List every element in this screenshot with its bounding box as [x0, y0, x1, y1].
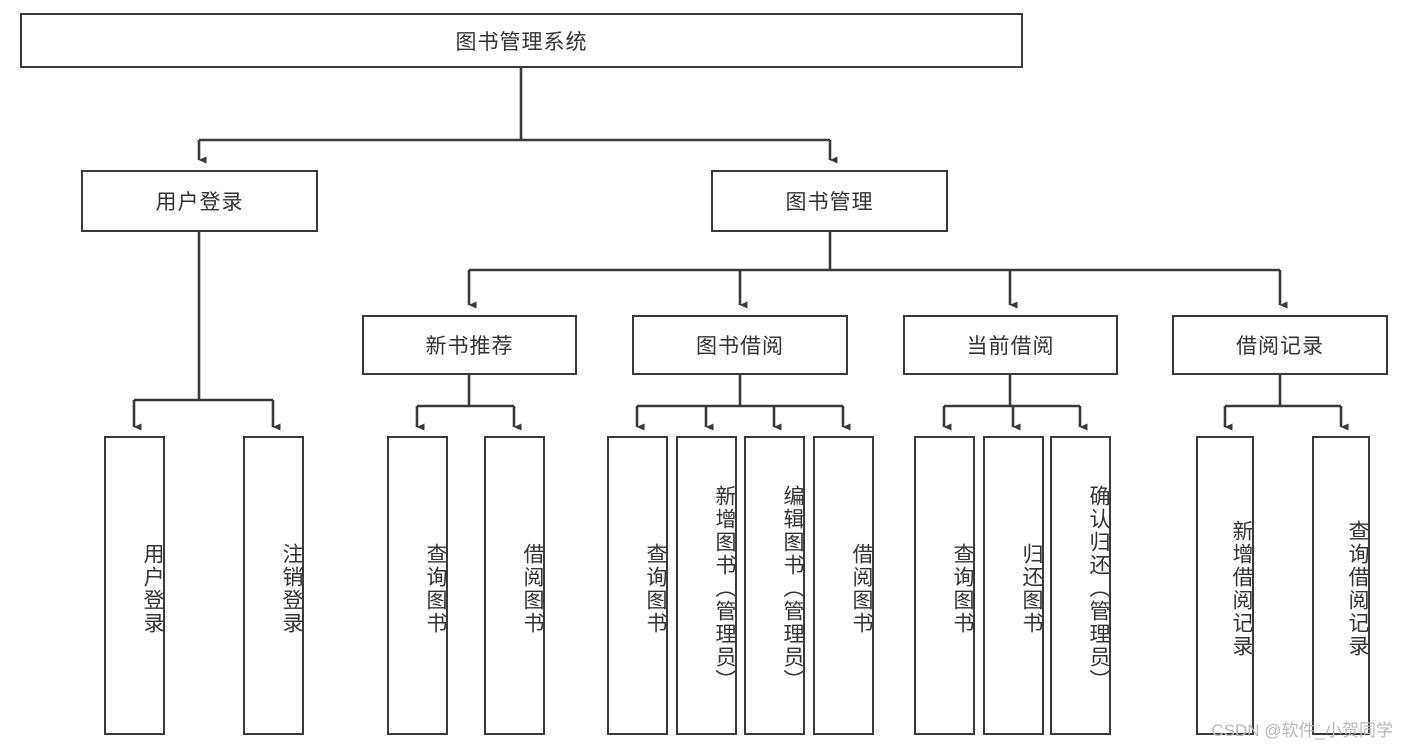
- node-leaf-add-book-label: 新增图书（管理员）: [713, 485, 736, 692]
- node-leaf-borrow-book-label: 借阅图书: [850, 542, 873, 635]
- node-leaf-borrow-book-recommend[interactable]: 借阅图书: [484, 436, 545, 735]
- node-leaf-query-book-recommend-label: 查询图书: [424, 542, 447, 635]
- node-root-label: 图书管理系统: [455, 30, 588, 54]
- node-leaf-logout[interactable]: 注销登录: [243, 436, 304, 735]
- node-leaf-borrow-book[interactable]: 借阅图书: [813, 436, 874, 735]
- node-leaf-logout-label: 注销登录: [280, 542, 303, 635]
- node-current-borrow-label: 当前借阅: [966, 335, 1055, 358]
- node-leaf-add-borrow-record[interactable]: 新增借阅记录: [1196, 436, 1254, 735]
- node-current-borrow[interactable]: 当前借阅: [903, 315, 1118, 375]
- node-root[interactable]: 图书管理系统: [20, 13, 1023, 68]
- node-leaf-user-login-label: 用户登录: [141, 542, 164, 635]
- node-leaf-return-book[interactable]: 归还图书: [983, 436, 1044, 735]
- node-book-manage-label: 图书管理: [785, 191, 874, 214]
- node-user-login[interactable]: 用户登录: [81, 170, 318, 232]
- node-leaf-query-book-recommend[interactable]: 查询图书: [387, 436, 448, 735]
- node-leaf-query-book-current-label: 查询图书: [951, 542, 974, 635]
- node-leaf-borrow-book-recommend-label: 借阅图书: [521, 542, 544, 635]
- node-leaf-query-book-borrow[interactable]: 查询图书: [607, 436, 668, 735]
- node-new-book-recommend[interactable]: 新书推荐: [362, 315, 577, 375]
- node-leaf-edit-book[interactable]: 编辑图书（管理员）: [744, 436, 805, 735]
- node-leaf-query-book-current[interactable]: 查询图书: [914, 436, 975, 735]
- node-borrow-record-label: 借阅记录: [1236, 335, 1324, 358]
- node-book-borrow-label: 图书借阅: [696, 335, 784, 358]
- node-leaf-confirm-return-label: 确认归还（管理员）: [1087, 485, 1110, 692]
- node-leaf-query-borrow-record-label: 查询借阅记录: [1346, 519, 1369, 658]
- node-leaf-edit-book-label: 编辑图书（管理员）: [781, 485, 804, 692]
- node-leaf-add-book[interactable]: 新增图书（管理员）: [676, 436, 737, 735]
- node-leaf-confirm-return[interactable]: 确认归还（管理员）: [1050, 436, 1111, 735]
- node-book-borrow[interactable]: 图书借阅: [632, 315, 848, 375]
- node-leaf-query-book-borrow-label: 查询图书: [644, 542, 667, 635]
- node-leaf-user-login[interactable]: 用户登录: [104, 436, 165, 735]
- node-borrow-record[interactable]: 借阅记录: [1172, 315, 1388, 375]
- node-leaf-return-book-label: 归还图书: [1020, 542, 1043, 635]
- node-user-login-label: 用户登录: [155, 191, 244, 214]
- node-leaf-query-borrow-record[interactable]: 查询借阅记录: [1312, 436, 1370, 735]
- node-leaf-add-borrow-record-label: 新增借阅记录: [1230, 519, 1253, 658]
- node-new-book-recommend-label: 新书推荐: [425, 335, 514, 358]
- node-book-manage[interactable]: 图书管理: [711, 170, 948, 232]
